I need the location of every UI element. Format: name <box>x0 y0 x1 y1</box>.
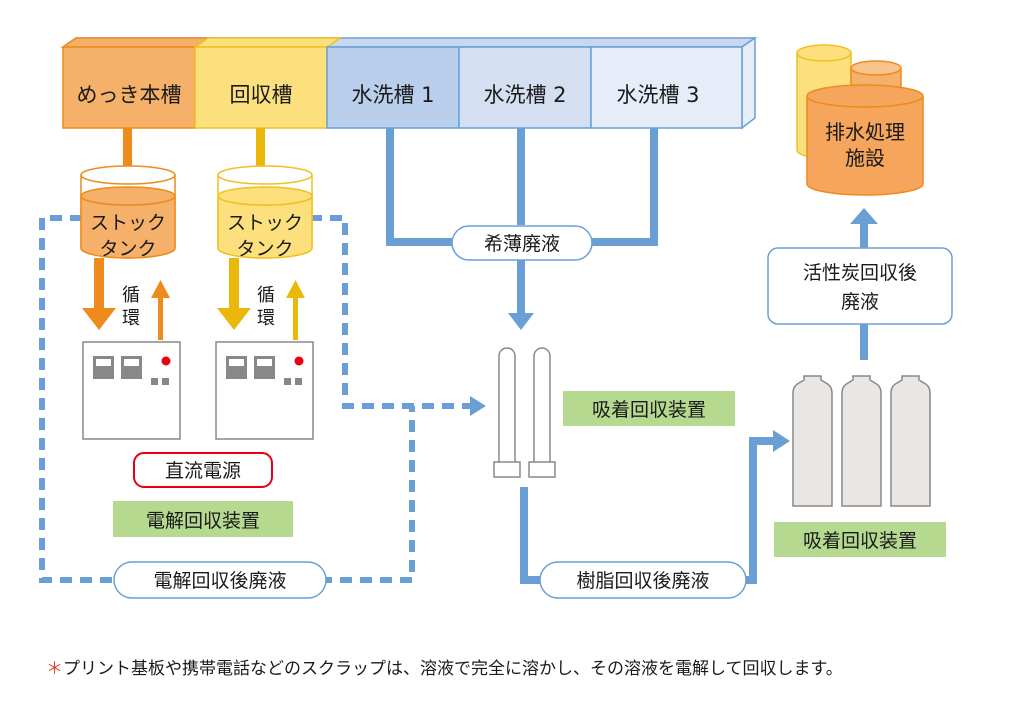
down-arrow-icon <box>82 308 116 330</box>
to-treatment-arrow-icon <box>850 208 878 224</box>
pipe-recovery-to-stock <box>256 128 265 170</box>
tank-label-rinse-2: 水洗槽 2 <box>483 83 566 107</box>
dc-power-badge <box>133 452 273 488</box>
circulation-label: 循 <box>122 285 140 306</box>
resin-waste-label: 樹脂回収後廃液 <box>576 570 709 592</box>
tank-rinse-1 <box>326 46 460 129</box>
tank-rinse-3 <box>590 46 743 129</box>
asterisk-icon: ＊ <box>46 659 63 679</box>
dilute-waste-pipes <box>386 128 658 315</box>
electrolytic-unit-label: 電解回収装置 <box>146 510 260 532</box>
carbon-waste-label: 廃液 <box>841 291 879 313</box>
stock-tank-label: ストック <box>90 212 166 234</box>
electrolytic-waste-pill <box>113 561 327 599</box>
stock-tank-yellow: ストック タンク <box>217 165 313 260</box>
tank-top-recovery <box>192 37 343 48</box>
resin-adsorption-columns <box>493 347 556 478</box>
resin-waste-pipe <box>520 437 775 584</box>
circulation-yellow: 循 環 <box>217 258 305 340</box>
resin-waste-pill <box>539 561 747 599</box>
carbon-adsorption-badge <box>774 522 946 557</box>
tank-top-plating <box>60 37 211 48</box>
tank-row: めっき本槽 回収槽 水洗槽 1 水洗槽 2 水洗槽 3 <box>60 36 758 130</box>
tank-label-rinse-1: 水洗槽 1 <box>351 83 434 107</box>
treatment-facility-label: 排水処理 <box>825 120 905 144</box>
circulation-label: 環 <box>122 308 140 329</box>
electrolytic-device <box>82 341 181 440</box>
stock-tank-label: タンク <box>236 238 293 260</box>
electrolytic-waste-loop <box>39 215 470 583</box>
circulation-label: 環 <box>257 308 275 329</box>
electrolytic-unit-badge <box>113 501 293 537</box>
up-arrow-icon <box>151 280 170 298</box>
electrolytic-waste-label: 電解回収後廃液 <box>153 570 286 592</box>
stock-tank-orange: ストック タンク <box>80 165 176 260</box>
up-arrow-icon <box>286 280 305 298</box>
up-arrow-shaft <box>293 296 298 340</box>
power-indicator-icon <box>294 356 304 366</box>
tank-row-side-face <box>741 36 756 130</box>
tank-plating-main <box>62 46 196 129</box>
tank-label-rinse-3: 水洗槽 3 <box>616 83 699 107</box>
up-arrow-shaft <box>158 296 163 340</box>
down-arrow-shaft <box>229 258 239 310</box>
carbon-waste-label: 活性炭回収後 <box>803 262 917 284</box>
down-arrow-icon <box>217 308 251 330</box>
tank-rinse-2 <box>458 46 592 129</box>
dilute-waste-label: 希薄廃液 <box>484 233 560 255</box>
pipe-plating-to-stock <box>123 128 132 170</box>
circulation-orange: 循 環 <box>82 258 170 340</box>
carbon-waste-pipe <box>860 323 868 360</box>
dilute-waste-arrow-icon <box>508 313 534 330</box>
stock-tank-label: ストック <box>227 212 303 234</box>
tank-label-plating: めっき本槽 <box>77 83 182 107</box>
circulation-label: 循 <box>257 285 275 306</box>
tank-label-recovery: 回収槽 <box>230 83 293 107</box>
footnote-text: プリント基板や携帯電話などのスクラップは、溶液で完全に溶かし、その溶液を電解して… <box>63 659 843 679</box>
power-indicator-icon <box>161 356 171 366</box>
treatment-facility-label: 施設 <box>845 146 885 170</box>
treatment-facility: 排水処理 施設 <box>796 44 924 196</box>
to-treatment-pipe <box>860 222 868 250</box>
carbon-adsorption-label: 吸着回収装置 <box>803 530 917 552</box>
dilute-waste-pill <box>451 225 593 261</box>
dc-power-label: 直流電源 <box>165 460 241 482</box>
carbon-waste-box <box>767 247 953 325</box>
resin-waste-arrow-icon <box>773 430 790 452</box>
down-arrow-shaft <box>94 258 104 310</box>
electrolytic-device <box>215 341 314 440</box>
stock-tank-label: タンク <box>99 238 156 260</box>
resin-adsorption-label: 吸着回収装置 <box>592 399 706 421</box>
carbon-adsorption-cylinders <box>792 375 931 507</box>
resin-adsorption-badge <box>563 391 735 426</box>
dashed-arrowhead <box>470 396 486 416</box>
footnote: ＊プリント基板や携帯電話などのスクラップは、溶液で完全に溶かし、その溶液を電解し… <box>46 654 843 679</box>
